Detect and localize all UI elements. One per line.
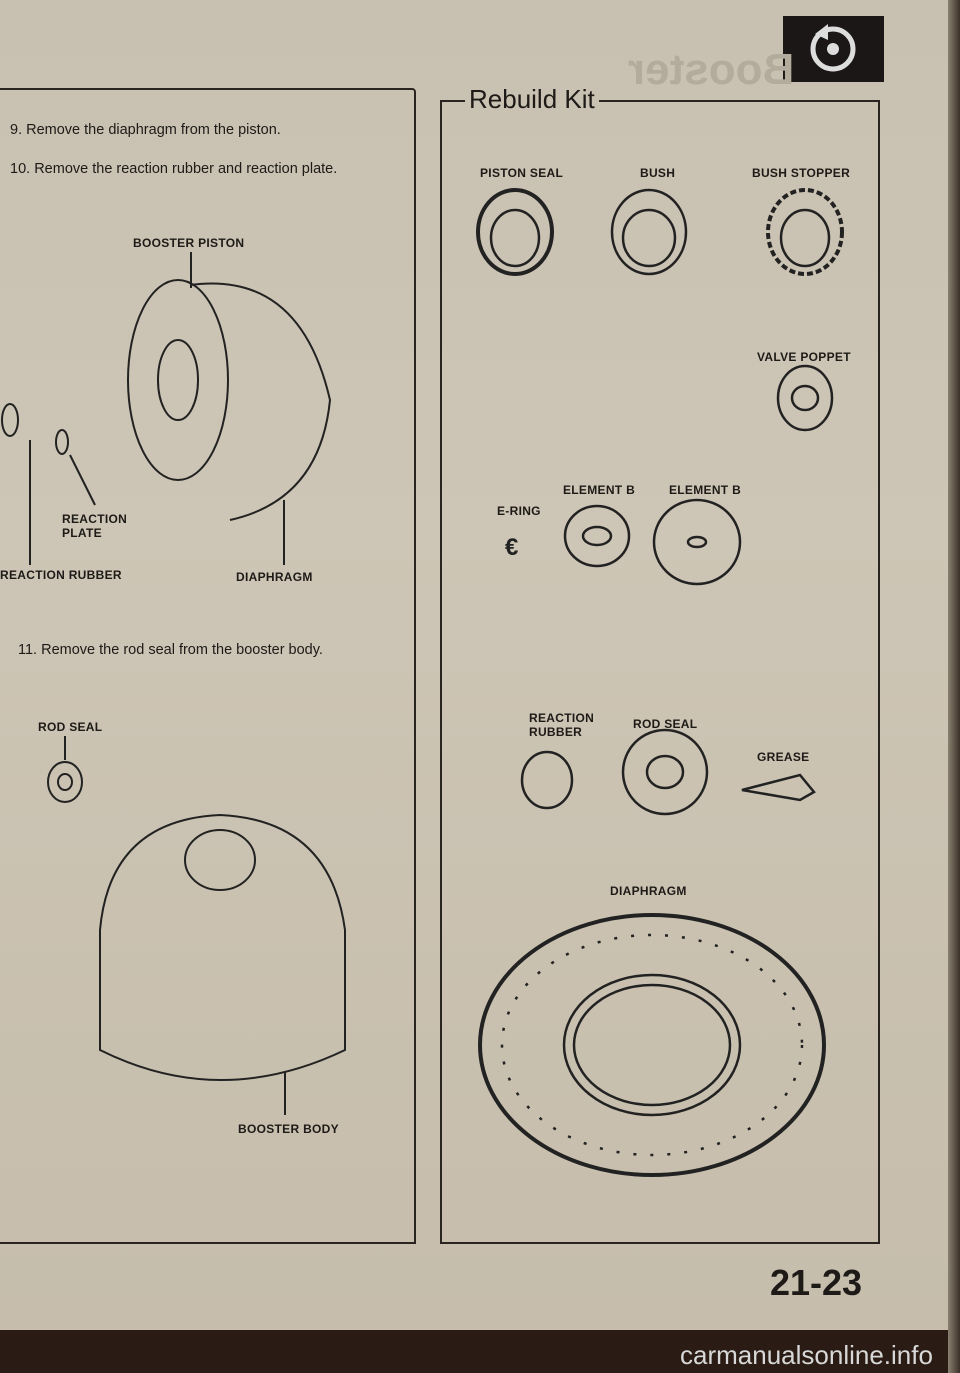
- step-11: 11. Remove the rod seal from the booster…: [18, 642, 323, 658]
- label-rod-seal: ROD SEAL: [38, 720, 103, 734]
- watermark: carmanualsonline.info: [680, 1340, 933, 1370]
- booster-illustrations: [1, 252, 346, 1115]
- rebuild-kit-illustrations: €: [476, 188, 844, 1177]
- label-reaction-plate: REACTION PLATE: [62, 512, 128, 540]
- left-panel: [0, 88, 416, 1244]
- rebuild-kit-title: Rebuild Kit: [465, 84, 599, 115]
- brake-disc-icon: [783, 16, 884, 82]
- label-diaphragm-kit: DIAPHRAGM: [610, 884, 687, 898]
- label-grease: GREASE: [757, 750, 810, 764]
- label-e-ring: E-RING: [497, 504, 541, 518]
- label-bush-stopper: BUSH STOPPER: [752, 166, 851, 180]
- svg-text:€: €: [505, 534, 518, 561]
- label-rod-seal-kit: ROD SEAL: [633, 717, 698, 731]
- manual-page: Booster Rebuild Kit 9. Remove the diaphr…: [0, 0, 948, 1330]
- label-valve-poppet: VALVE POPPET: [757, 350, 851, 364]
- step-10: 10. Remove the reaction rubber and react…: [10, 161, 338, 177]
- label-booster-body: BOOSTER BODY: [238, 1122, 339, 1136]
- label-bush: BUSH: [640, 166, 676, 180]
- label-element-b-1: ELEMENT B: [563, 483, 636, 497]
- label-element-b-2: ELEMENT B: [669, 483, 742, 497]
- page-number: 21-23: [770, 1262, 863, 1303]
- label-reaction-rubber-kit: REACTION RUBBER: [529, 711, 595, 739]
- label-reaction-rubber: REACTION RUBBER: [0, 568, 122, 582]
- rebuild-kit-panel: [440, 100, 880, 1244]
- book-edge: [948, 0, 960, 1373]
- label-piston-seal: PISTON SEAL: [480, 166, 564, 180]
- label-diaphragm: DIAPHRAGM: [236, 570, 313, 584]
- label-booster-piston: BOOSTER PISTON: [133, 236, 245, 250]
- step-9: 9. Remove the diaphragm from the piston.: [10, 122, 281, 138]
